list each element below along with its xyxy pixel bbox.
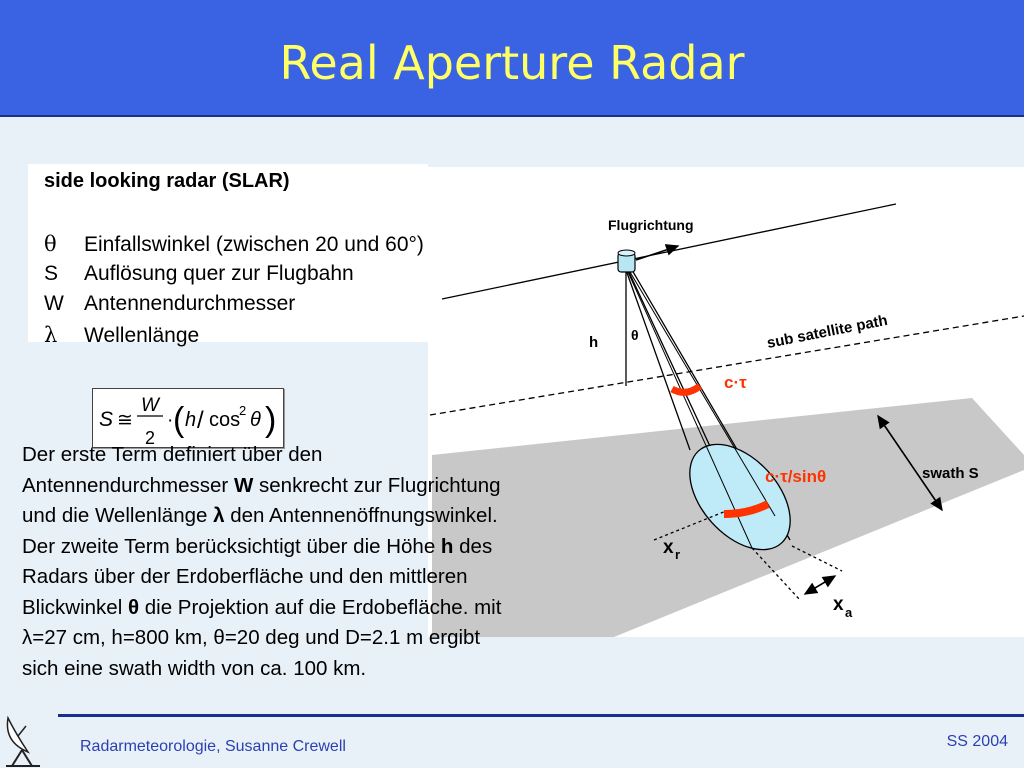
definition-text: Auflösung quer zur Flugbahn bbox=[84, 262, 354, 285]
ctau-label: c·τ bbox=[724, 373, 747, 392]
footprint-line bbox=[627, 271, 753, 549]
formula-paren-open: ( bbox=[173, 401, 185, 439]
formula-sup: 2 bbox=[239, 403, 246, 418]
formula-paren-close: ) bbox=[265, 401, 276, 439]
beam-footprint bbox=[689, 443, 791, 551]
formula-dot: · bbox=[167, 410, 173, 431]
formula-slash: / bbox=[197, 407, 204, 434]
footprint-line bbox=[629, 271, 776, 517]
explanation-paragraph: Der erste Term definiert über den Antenn… bbox=[22, 443, 502, 680]
h-label: h bbox=[589, 334, 598, 351]
ctau-sin-arc bbox=[723, 500, 770, 518]
slide-title: Real Aperture Radar bbox=[279, 36, 745, 90]
xr-subscript: r bbox=[675, 547, 680, 562]
swath-label: swath S bbox=[922, 465, 979, 482]
xa-label: x bbox=[833, 594, 844, 615]
formula-approx: ≅ bbox=[117, 410, 133, 431]
xr-dotted-line bbox=[653, 510, 727, 541]
xa-subscript: a bbox=[845, 605, 853, 620]
ctau-sin-label: c·τ/sinθ bbox=[765, 467, 826, 486]
definition-row: λ Wellenlänge bbox=[44, 323, 199, 348]
definition-row: W Antennendurchmesser bbox=[44, 292, 295, 316]
section-heading: side looking radar (SLAR) bbox=[44, 170, 290, 192]
definitions-box bbox=[28, 164, 428, 342]
theta-label: θ bbox=[631, 327, 639, 343]
formula-denominator: 2 bbox=[145, 428, 155, 447]
definition-symbol: W bbox=[44, 292, 64, 315]
definition-symbol: S bbox=[44, 262, 59, 285]
sub-satellite-path-line bbox=[429, 315, 1024, 416]
radar-dish-icon bbox=[6, 715, 40, 767]
formula-box: S ≅ W 2 · ( h / cos 2 θ ) bbox=[92, 388, 284, 448]
definition-text: Antennendurchmesser bbox=[84, 292, 296, 315]
definition-text: Einfallswinkel (zwischen 20 und 60°) bbox=[84, 233, 424, 256]
flight-direction-arrow bbox=[635, 244, 680, 261]
footer-divider bbox=[58, 714, 1024, 717]
definition-row: θ Einfallswinkel (zwischen 20 und 60°) bbox=[44, 232, 424, 257]
footer-author: Radarmeteorologie, Susanne Crewell bbox=[80, 738, 346, 755]
formula-cos: cos bbox=[209, 409, 240, 431]
sub-satellite-path-label: sub satellite path bbox=[766, 312, 890, 352]
definition-symbol: λ bbox=[44, 323, 58, 347]
formula-lhs: S bbox=[99, 408, 113, 431]
ctau-arc bbox=[670, 383, 703, 396]
formula-h: h bbox=[185, 409, 196, 431]
flight-direction-label: Flugrichtung bbox=[608, 217, 694, 233]
formula-theta: θ bbox=[250, 409, 261, 431]
formula-numerator: W bbox=[141, 395, 161, 416]
formula-svg: S ≅ W 2 · ( h / cos 2 θ ) bbox=[99, 395, 276, 448]
definition-text: Wellenlänge bbox=[84, 324, 200, 347]
header-bar: Real Aperture Radar bbox=[0, 0, 1024, 117]
footer-semester: SS 2004 bbox=[946, 733, 1008, 750]
xr-label: x bbox=[663, 537, 674, 558]
definition-row: S Auflösung quer zur Flugbahn bbox=[44, 262, 354, 286]
beam-edge-line bbox=[625, 269, 691, 451]
definition-symbol: θ bbox=[44, 232, 57, 256]
